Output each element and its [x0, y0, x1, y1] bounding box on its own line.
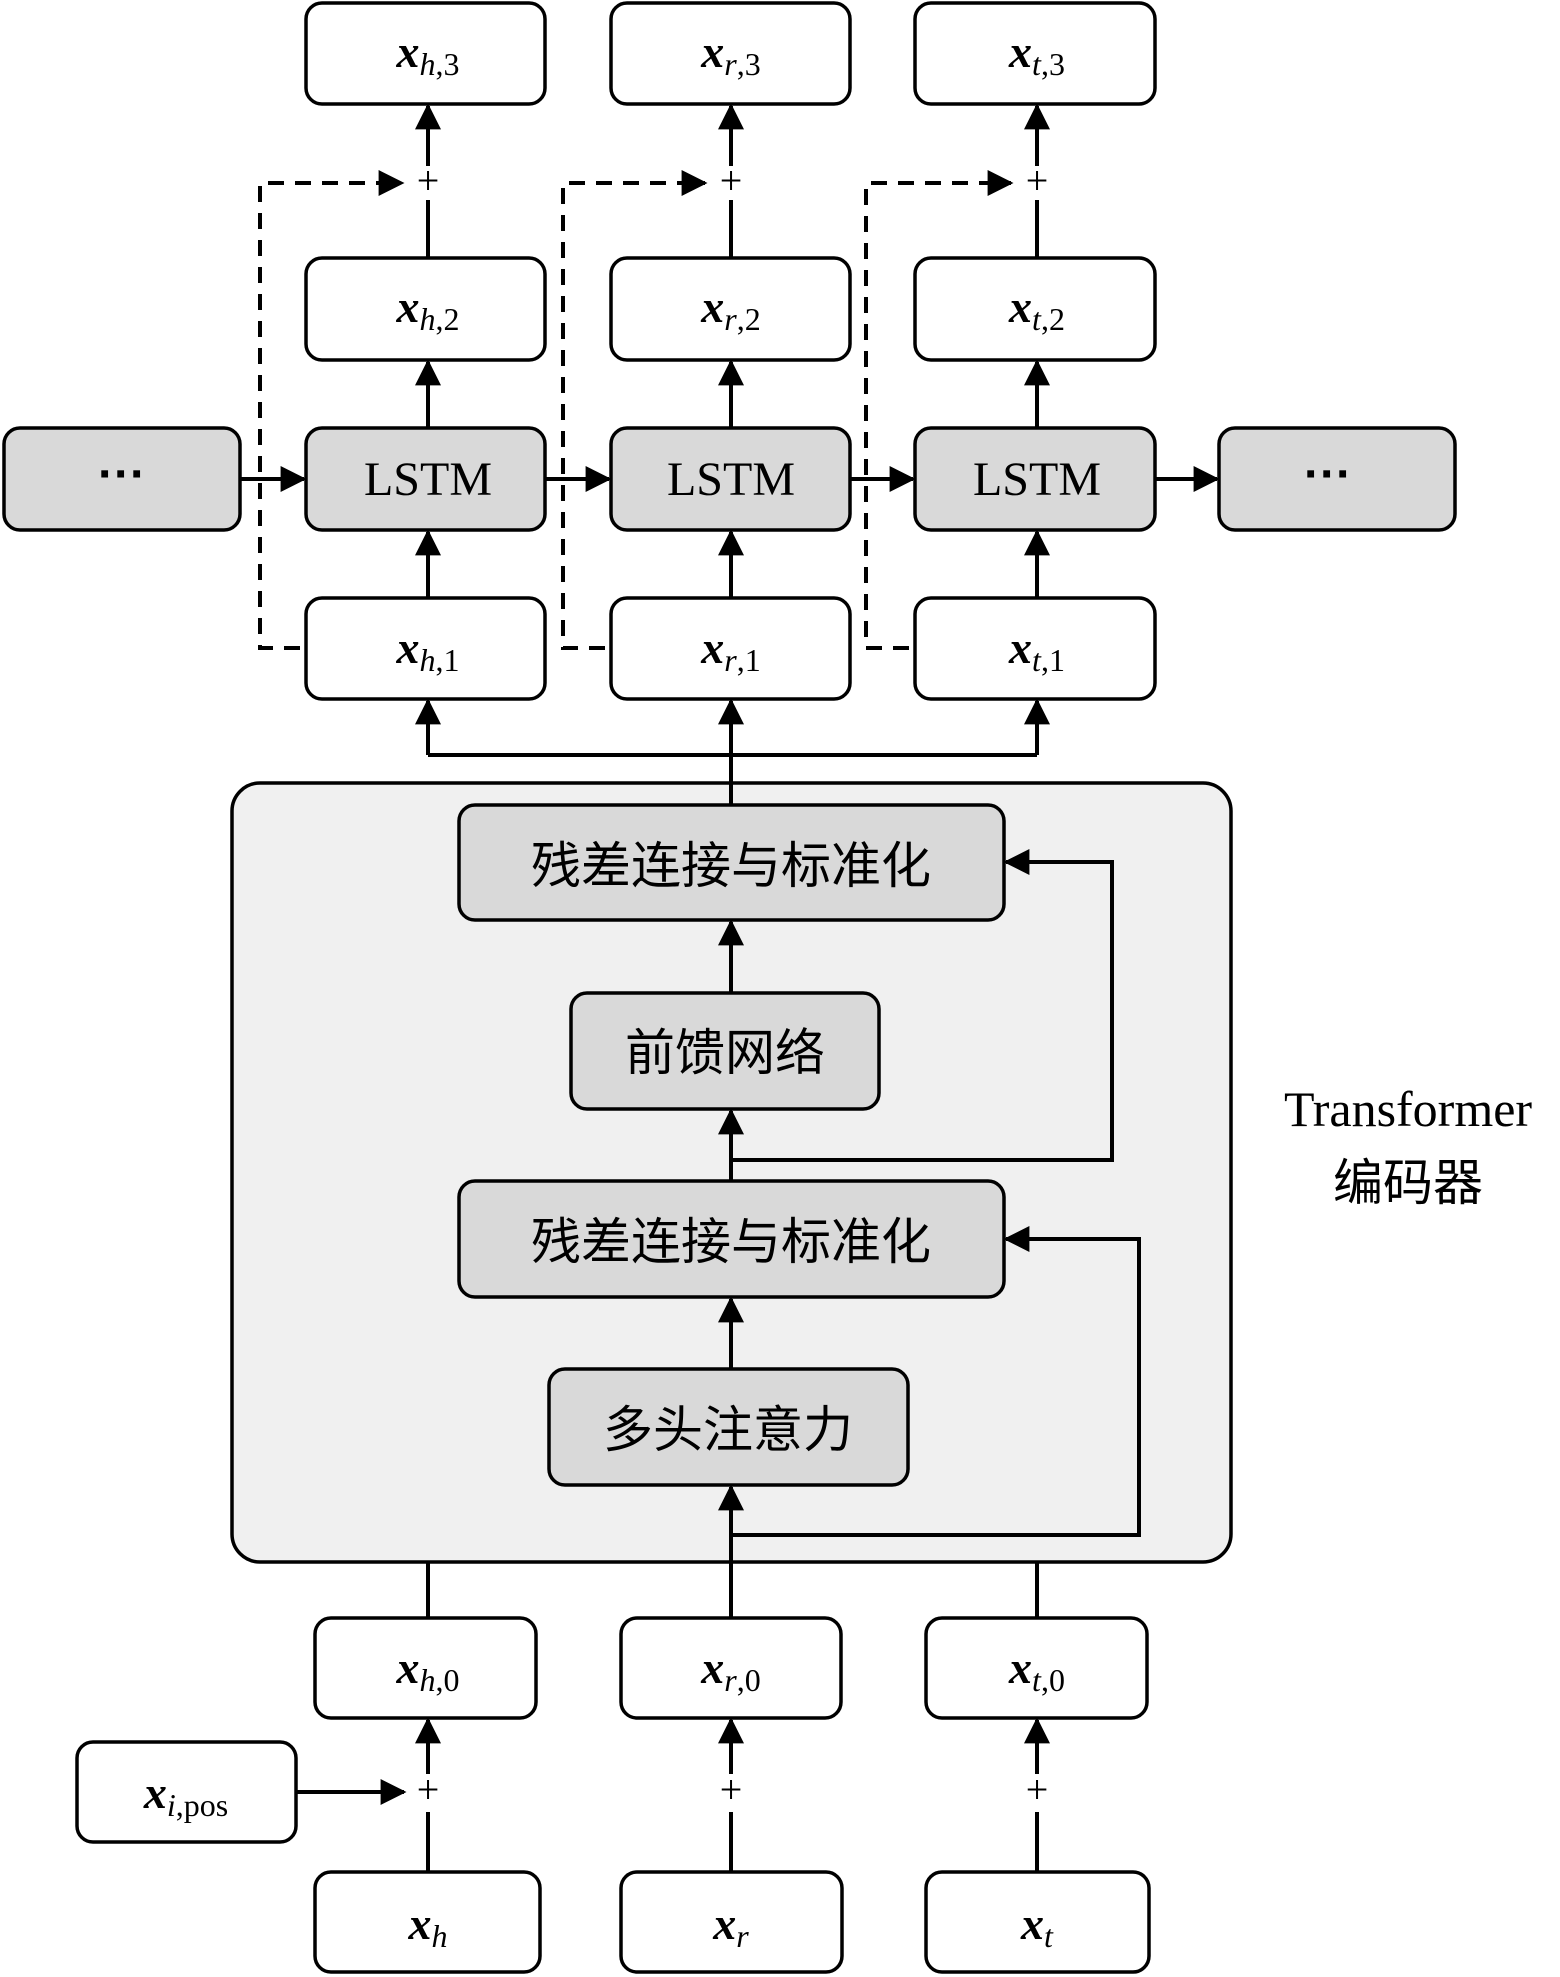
- encoder-label: 编码器: [1333, 1154, 1483, 1212]
- x-r-label: xr: [712, 1898, 749, 1954]
- plus-r-bottom: +: [720, 1767, 743, 1812]
- plus-t-top: +: [1026, 158, 1049, 203]
- residual-skip-bottom: [731, 1226, 1141, 1537]
- plus-h-bottom: +: [417, 1767, 440, 1812]
- x-h0-box: [313, 1616, 538, 1720]
- plus-h-top: +: [417, 158, 440, 203]
- residual-skip-top: [731, 849, 1114, 1162]
- multi-head-attention-label: 多头注意力: [603, 1401, 853, 1459]
- x-h0-label: xh,0: [396, 1642, 460, 1698]
- x-h1-label: xh,1: [396, 622, 460, 678]
- x-r3-label: xr,3: [700, 26, 760, 82]
- plus-t-bottom: +: [1026, 1767, 1049, 1812]
- x-h3-label: xh,3: [396, 26, 460, 82]
- x-r0-label: xr,0: [700, 1642, 760, 1698]
- plus-r-top: +: [720, 158, 743, 203]
- x-h-label: xh: [408, 1898, 448, 1954]
- x-h2-label: xh,2: [396, 281, 460, 337]
- ellipsis-left-label: ···: [98, 448, 146, 501]
- x-r2-label: xr,2: [700, 281, 760, 337]
- lstm-h-label: LSTM: [364, 453, 492, 506]
- transformer-label: Transformer: [1284, 1081, 1532, 1137]
- x-r3-box: [609, 1, 852, 106]
- x-r1-label: xr,1: [700, 622, 760, 678]
- ellipsis-right-label: ···: [1304, 448, 1352, 501]
- x-t0-label: xt,0: [1008, 1642, 1065, 1698]
- x-t1-label: xt,1: [1008, 622, 1065, 678]
- lstm-t-label: LSTM: [973, 453, 1101, 506]
- x-t3-label: xt,3: [1008, 26, 1065, 82]
- x-t-label: xt: [1020, 1898, 1054, 1954]
- x-t2-label: xt,2: [1008, 281, 1065, 337]
- x-h1-box: [304, 596, 547, 701]
- skip-dashed-t: [864, 170, 1014, 650]
- feed-forward-label: 前馈网络: [625, 1024, 825, 1082]
- x-h2-box: [304, 256, 547, 362]
- skip-dashed-r: [561, 170, 708, 650]
- skip-dashed-h: [258, 170, 405, 650]
- x-t3-box: [913, 1, 1157, 106]
- residual-norm-top-label: 残差连接与标准化: [531, 837, 931, 895]
- lstm-r-label: LSTM: [667, 453, 795, 506]
- x-pos-label: xi,pos: [143, 1767, 228, 1823]
- x-h3-box: [304, 1, 547, 106]
- residual-norm-bottom-label: 残差连接与标准化: [531, 1213, 931, 1271]
